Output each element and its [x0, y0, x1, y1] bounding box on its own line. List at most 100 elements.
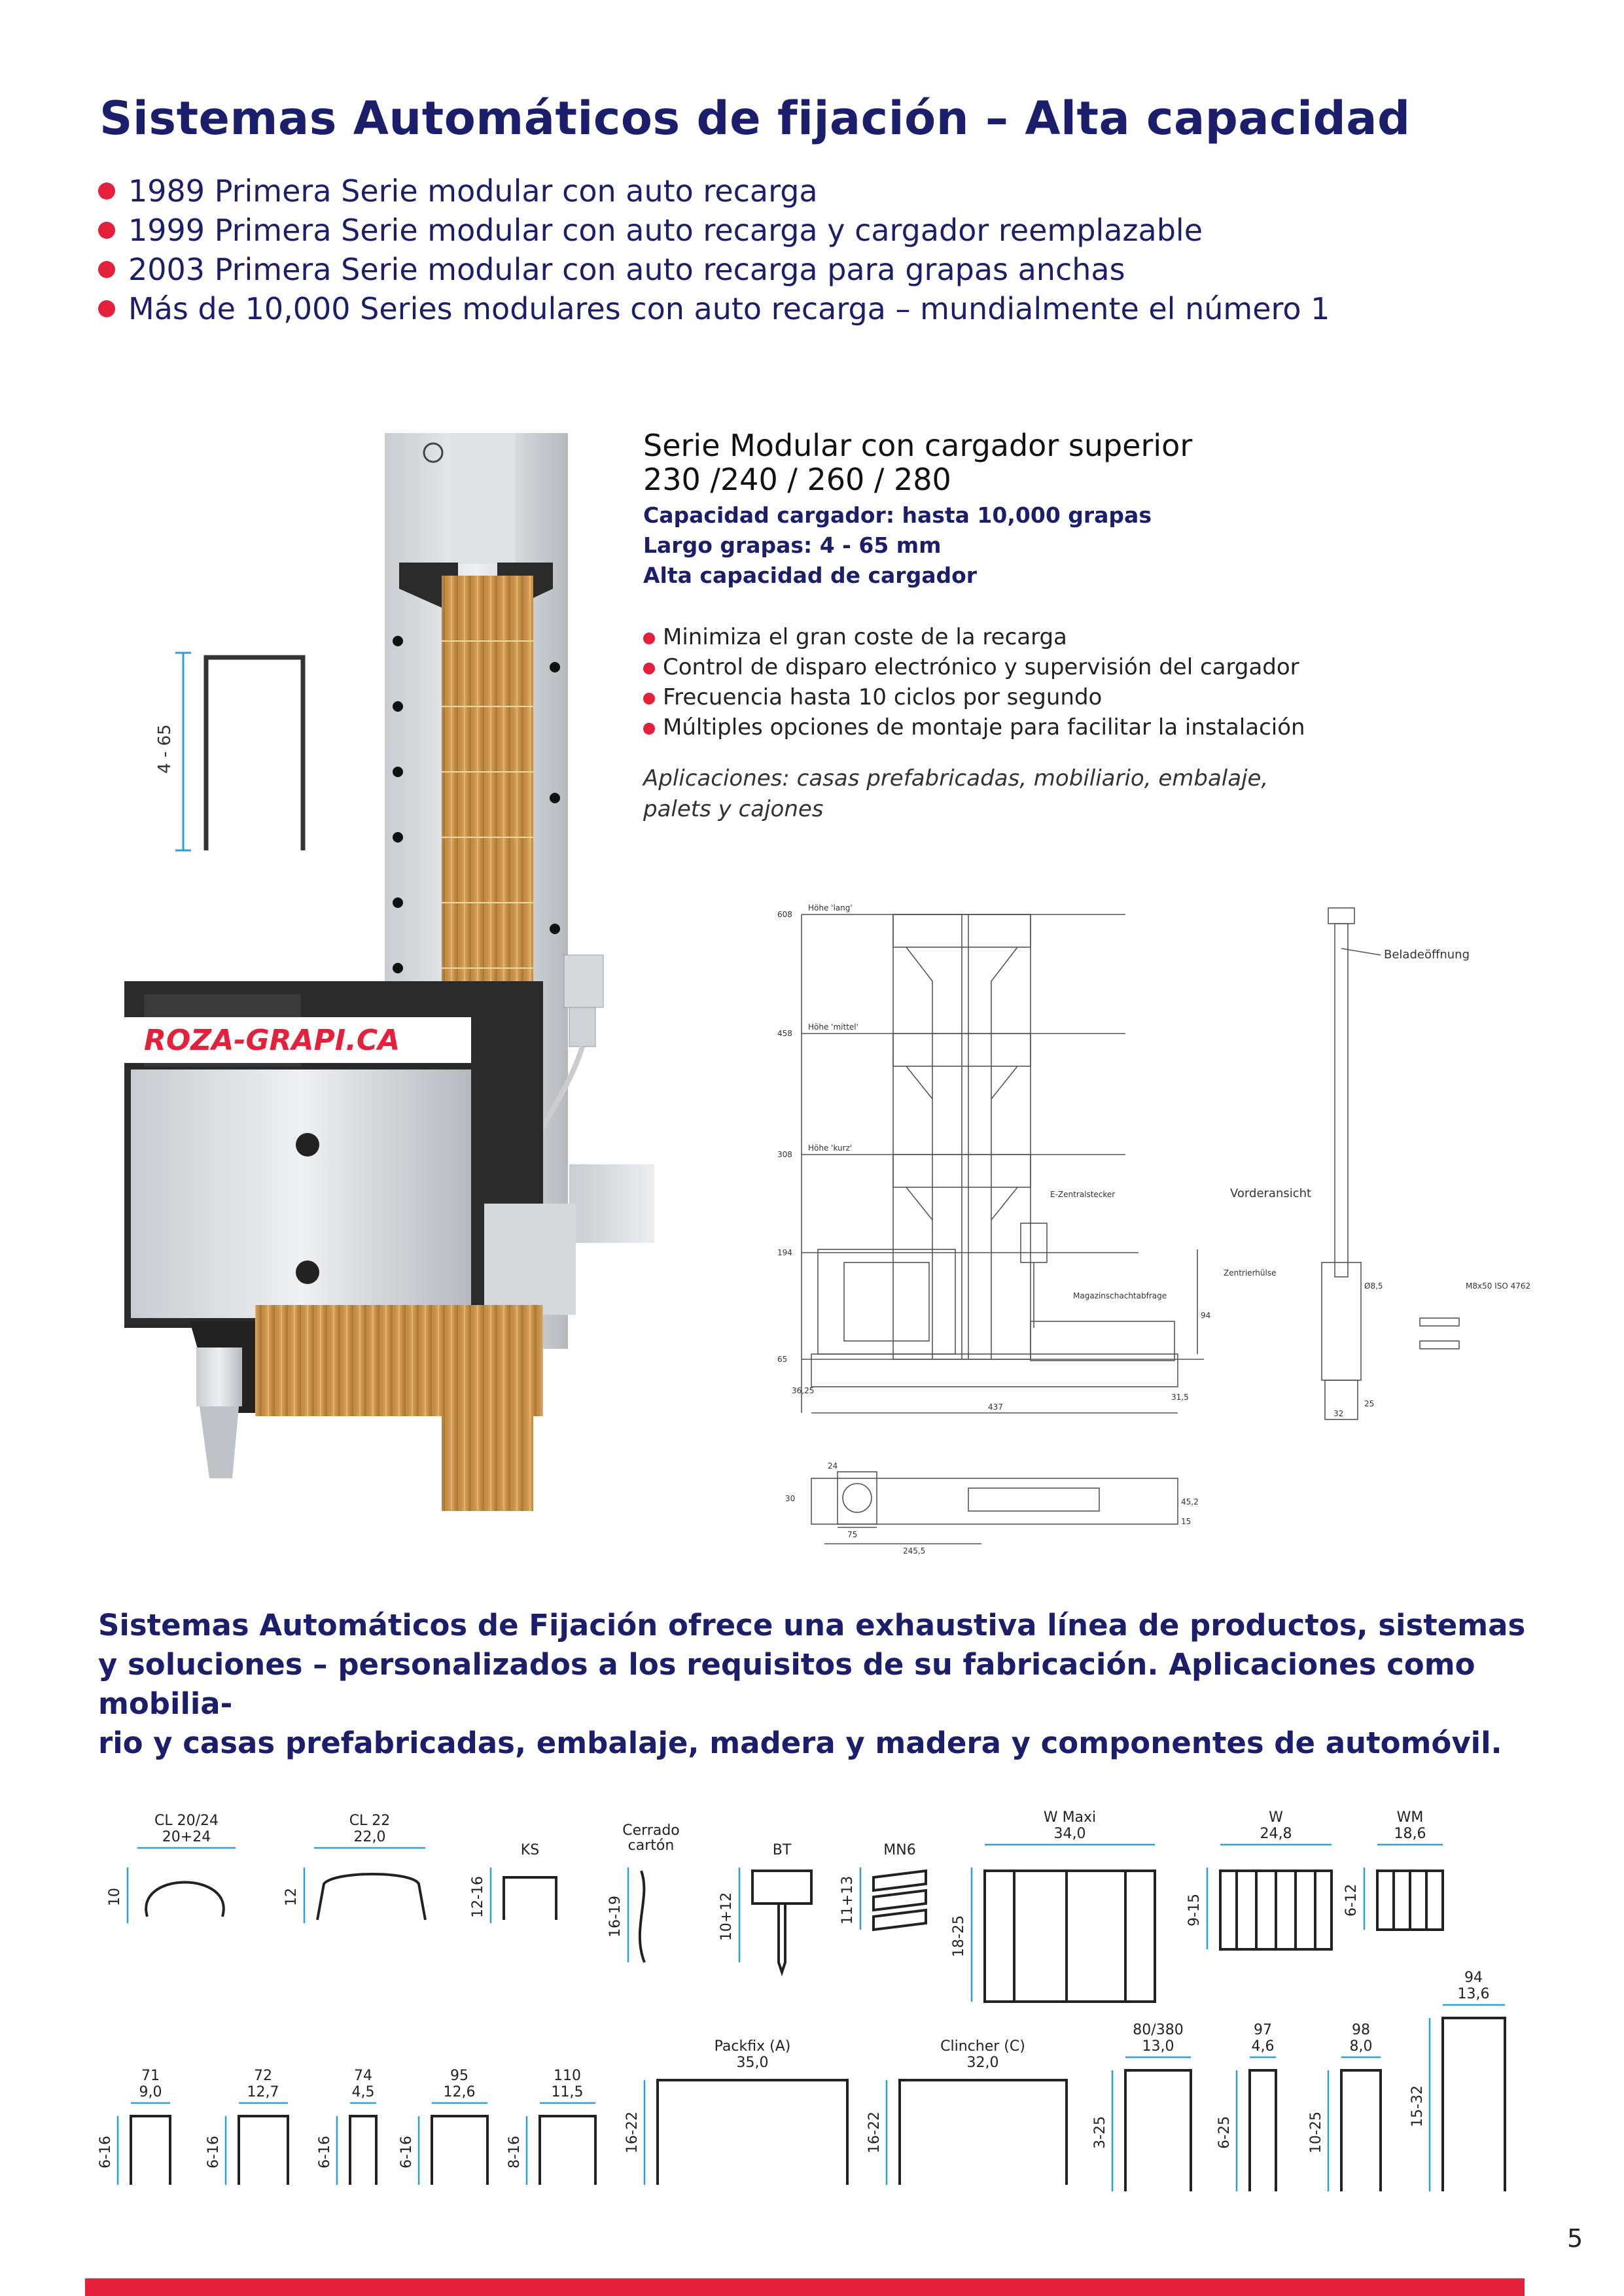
staple-width: 35,0: [737, 2055, 769, 2071]
staple-width: 13,6: [1458, 1986, 1490, 2002]
dim-30: 30: [785, 1494, 795, 1503]
dim-65: 65: [777, 1355, 787, 1364]
dim-75: 75: [847, 1530, 857, 1539]
staple-dim-label: 4 - 65: [155, 724, 175, 774]
label-vorderansicht: Vorderansicht: [1230, 1187, 1311, 1200]
staple-width: 34,0: [1054, 1826, 1086, 1842]
feature-list: Minimiza el gran coste de la recarga Con…: [643, 622, 1330, 742]
staple-height: 10+12: [718, 1892, 735, 1941]
dim-hoehe-mittel: Höhe 'mittel': [808, 1022, 858, 1032]
footer-bar: [85, 2278, 1525, 2296]
spec-capacity: Capacidad cargador: hasta 10,000 grapas: [643, 502, 1152, 528]
bullet-dot-icon: [98, 300, 115, 317]
staple-label: WM: [1397, 1809, 1424, 1826]
feature-item: Control de disparo electrónico y supervi…: [643, 652, 1330, 682]
staple-label: 110: [554, 2068, 581, 2084]
staple-catalogue: CL 20/24 20+24 CL 22 22,0 KS Cerrado car…: [98, 1809, 1506, 2191]
spec-models: 230 /240 / 260 / 280: [643, 462, 951, 497]
staple-label: 94: [1464, 1970, 1483, 1986]
dim-24: 24: [828, 1461, 838, 1470]
feature-item: Minimiza el gran coste de la recarga: [643, 622, 1330, 652]
staple-height: 12: [283, 1888, 300, 1906]
staple-label: W: [1269, 1809, 1283, 1826]
staple-width: 12,6: [444, 2084, 476, 2100]
staple-height: 6-25: [1216, 2116, 1233, 2149]
staple-width: 24,8: [1260, 1826, 1292, 1842]
staple-label: 80/380: [1133, 2022, 1183, 2038]
staple-height: 6-16: [205, 2136, 222, 2168]
label-zentrierhuelse: Zentrierhülse: [1224, 1268, 1276, 1278]
staple-dimension-icon: [175, 652, 306, 852]
staple-label: 72: [254, 2068, 272, 2084]
spec-title: Serie Modular con cargador superior: [643, 428, 1193, 463]
staple-width: 18,6: [1394, 1826, 1426, 1842]
dim-15: 15: [1181, 1517, 1191, 1526]
dim-452: 45,2: [1181, 1497, 1199, 1506]
label-m8: M8x50 ISO 4762: [1466, 1281, 1530, 1291]
dim-25: 25: [1364, 1399, 1374, 1408]
bullet-item: 1999 Primera Serie modular con auto reca…: [98, 211, 1330, 250]
staple-height: 6-16: [398, 2136, 415, 2168]
staple-height: 16-22: [624, 2112, 641, 2153]
page-number: 5: [1567, 2224, 1583, 2253]
bullet-dot-icon: [98, 222, 115, 239]
staple-height: 16-19: [607, 1896, 624, 1938]
bullet-item: 2003 Primera Serie modular con auto reca…: [98, 250, 1330, 289]
staple-label: 97: [1254, 2022, 1272, 2038]
staple-label: Packfix (A): [715, 2038, 791, 2055]
staple-width: 4,5: [352, 2084, 375, 2100]
staple-width: 11,5: [552, 2084, 584, 2100]
staple-label: Clincher (C): [940, 2038, 1025, 2055]
dim-85: Ø8,5: [1364, 1281, 1383, 1291]
dim-3625: 36,25: [792, 1386, 814, 1395]
staple-width: 12,7: [247, 2084, 279, 2100]
staple-height: 6-16: [317, 2136, 333, 2168]
dim-94: 94: [1201, 1311, 1210, 1320]
dim-194: 194: [777, 1248, 792, 1257]
staple-width: 8,0: [1350, 2038, 1373, 2055]
staple-label: 98: [1352, 2022, 1370, 2038]
spec-length: Largo grapas: 4 - 65 mm: [643, 532, 942, 558]
staple-width: 9,0: [139, 2084, 162, 2100]
staple-height: 16-22: [866, 2112, 883, 2153]
spec-block: Serie Modular con cargador superior 230 …: [643, 428, 1330, 825]
label-e-zentralstecker: E-Zentralstecker: [1050, 1190, 1115, 1199]
dim-315: 31,5: [1171, 1393, 1189, 1402]
staple-label: BT: [773, 1842, 792, 1858]
history-bullets: 1989 Primera Serie modular con auto reca…: [98, 171, 1330, 328]
staple-label: 74: [354, 2068, 372, 2084]
dim-458: 458: [777, 1029, 792, 1038]
bullet-dot-icon: [643, 723, 655, 735]
dim-608: 608: [777, 910, 792, 919]
staple-width: 32,0: [967, 2055, 999, 2071]
label-beladeoeffnung: Beladeöffnung: [1384, 948, 1470, 962]
staple-label: CL 20/24: [154, 1813, 219, 1829]
staple-label: CL 22: [349, 1813, 391, 1829]
staple-height: 6-16: [98, 2136, 114, 2168]
staple-label: W Maxi: [1044, 1809, 1096, 1826]
feature-item: Frecuencia hasta 10 ciclos por segundo: [643, 682, 1330, 712]
applications-text: Aplicaciones: casas prefabricadas, mobil…: [643, 765, 1269, 822]
staple-height: 10-25: [1308, 2112, 1324, 2153]
staple-height: 12-16: [470, 1876, 486, 1918]
staple-height: 11+13: [839, 1876, 856, 1924]
label-magazinschacht: Magazinschachtabfrage: [1073, 1291, 1167, 1300]
feature-item: Múltiples opciones de montaje para facil…: [643, 712, 1330, 742]
page-title: Sistemas Automáticos de fijación – Alta …: [99, 92, 1411, 145]
staple-label: 95: [450, 2068, 468, 2084]
staple-height: 15-32: [1409, 2085, 1426, 2127]
staple-height: 9-15: [1186, 1894, 1203, 1926]
staple-width: 13,0: [1142, 2038, 1174, 2055]
product-photo: 4 - 65 ROZA-GRAPI.CA: [124, 433, 654, 1511]
staple-label: KS: [521, 1842, 539, 1858]
bullet-item: Más de 10,000 Series modulares con auto …: [98, 289, 1330, 328]
dim-32: 32: [1333, 1409, 1343, 1418]
dim-hoehe-lang: Höhe 'lang': [808, 903, 853, 913]
staple-label: Cerrado: [622, 1822, 680, 1839]
bullet-dot-icon: [643, 693, 655, 704]
dim-2455: 245,5: [903, 1546, 925, 1556]
spec-highcap: Alta capacidad de cargador: [643, 563, 978, 588]
staple-width: 20+24: [162, 1829, 211, 1845]
bullet-dot-icon: [98, 183, 115, 200]
brand-logo: ROZA-GRAPI.CA: [144, 1024, 400, 1057]
